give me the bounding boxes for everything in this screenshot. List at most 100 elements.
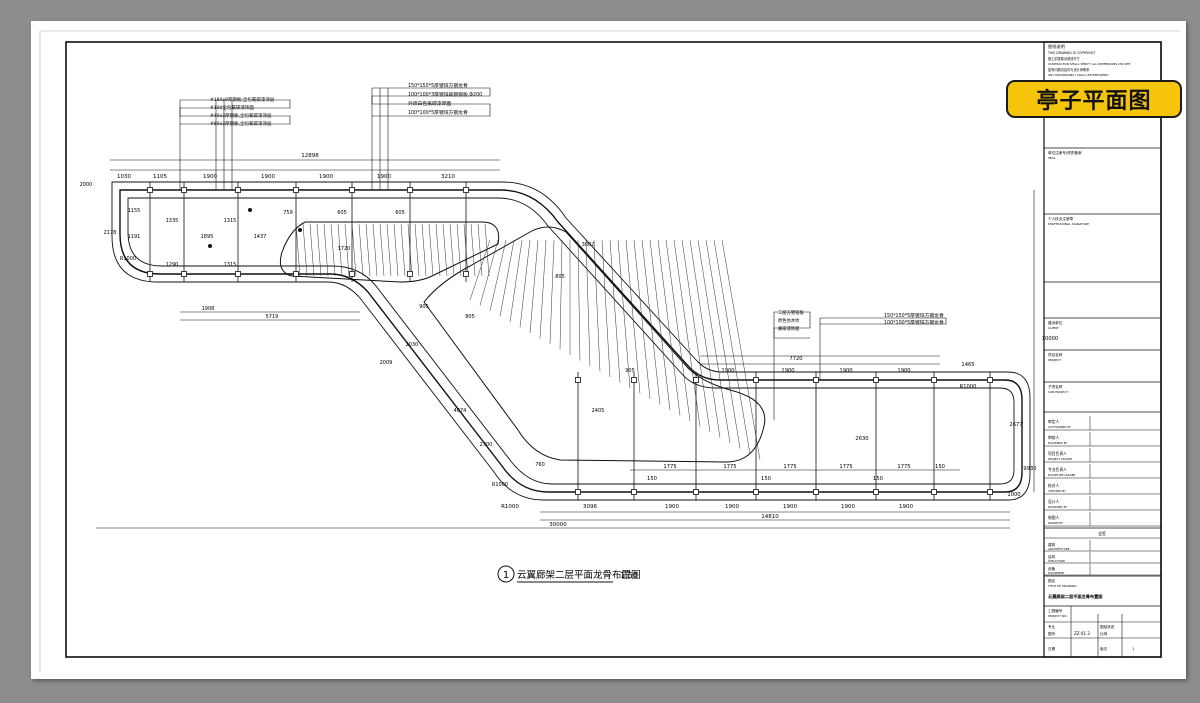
tb-approval-en: DRAWN BY: [1048, 521, 1063, 525]
column-node: [208, 244, 212, 248]
dim-inner-label: 150: [647, 476, 657, 482]
dim-right-label: 1900: [897, 368, 910, 374]
decking-joist: [428, 223, 434, 277]
dim-bottom-label: 3096: [583, 504, 597, 510]
dim-right-label: 1465: [961, 362, 974, 368]
tb-approval-en: DESIGNED BY: [1048, 505, 1067, 509]
tb-signature-en: PROFESSIONAL SIGNATURE: [1048, 222, 1089, 226]
column-node: [463, 187, 469, 193]
decking-joist: [499, 239, 515, 317]
decking-joist: [559, 239, 563, 350]
tb-discipline-label: 专业: [1048, 624, 1056, 629]
dim-inner-label: 150: [761, 476, 771, 482]
decking-joist: [489, 239, 507, 312]
tb-client-label: 建设单位: [1048, 320, 1063, 325]
tb-name-en: TITLE OF DRAWING: [1047, 584, 1077, 588]
tb-approval-en: CHECKED BY: [1048, 489, 1066, 493]
dim-top-label: 3210: [441, 174, 455, 180]
tb-approval-label: 审核人: [1048, 435, 1060, 440]
decking-joist: [539, 239, 547, 339]
dim-right-label: 1000: [1007, 492, 1020, 498]
page-badge: 亭子平面图: [1006, 80, 1182, 118]
tb-sign-row-label: 设备: [1048, 566, 1056, 571]
tb-sub-label: 子项名称: [1048, 384, 1063, 389]
dim-left-label: 1908: [202, 306, 215, 312]
dim-left-label: 1315: [224, 262, 237, 268]
tb-top-line-6: ANY DISCREPANCY SHALL BE REPORTED: [1048, 73, 1109, 77]
tb-approval-label: 专业负责人: [1048, 467, 1067, 472]
tb-top-line-2: THIS DRAWING IS COPYRIGHT: [1047, 51, 1095, 55]
decking-joist: [479, 239, 499, 306]
dim-mid-label: 2405: [592, 408, 605, 414]
column-node: [181, 271, 187, 277]
decking-joist: [365, 223, 371, 277]
column-node: [813, 489, 819, 495]
leader-right: [820, 317, 947, 325]
decking-joist: [477, 223, 483, 277]
dim-top-label: 1105: [153, 174, 167, 180]
decking-joist: [657, 239, 681, 416]
decking-joist: [577, 239, 581, 361]
tb-project-en: PROJECT: [1048, 358, 1061, 362]
tb-approval-label: 制图人: [1048, 515, 1060, 520]
dim-top-label: 1900: [319, 174, 333, 180]
tb-drawingno-label: 图号: [1048, 631, 1056, 636]
drawing-title: 云翼廊架二层平面龙骨布置图: [517, 569, 641, 581]
callout-mid-text: 外饰白色氟碳漆饰面: [408, 100, 451, 107]
decking-joist: [309, 223, 315, 277]
tb-code-en: PROJECT NO.: [1048, 614, 1067, 618]
decking-joist: [302, 223, 308, 277]
decking-joist: [414, 223, 420, 277]
callout-leaders: [179, 87, 947, 420]
column-node: [693, 489, 699, 495]
callout-right2-text: 原色仿木纹: [778, 317, 800, 324]
column-node: [575, 377, 581, 383]
callout-right-text: 150*150*5厚镀锌方钢龙骨: [884, 312, 944, 319]
dim-inner-label: 150: [873, 476, 883, 482]
tb-approval-label: 校对人: [1048, 483, 1060, 488]
column-node: [235, 187, 241, 193]
dim-mid-label: 2009: [380, 360, 393, 366]
decking-joist: [469, 239, 491, 301]
decking-joist: [393, 223, 399, 277]
dim-left-label: 1155: [128, 208, 141, 214]
decking-joist: [509, 239, 523, 323]
dim-left-label: 1290: [166, 262, 179, 268]
decking-joist: [625, 239, 641, 394]
column-node: [575, 489, 581, 495]
dim-mid-label: 805: [465, 314, 475, 320]
dim-left-label: 759: [283, 210, 293, 216]
tb-approval-en: EXAMINED BY: [1048, 441, 1068, 445]
dim-left-label: 1191: [128, 234, 141, 240]
tb-approval-label: 项目负责人: [1048, 451, 1067, 456]
tb-top-line-1: 图纸说明: [1048, 43, 1065, 50]
decking-joist: [593, 239, 601, 372]
decking-joist: [344, 223, 350, 277]
dim-mid-label: 3002: [582, 242, 595, 248]
corridor-outline: [119, 189, 1023, 493]
column-node: [987, 377, 993, 383]
tb-client-en: CLIENT: [1048, 326, 1059, 330]
dim-inner-label: 150: [935, 464, 945, 470]
dim-inner-label: 1775: [723, 464, 736, 470]
sheet-frame: [65, 41, 1162, 658]
decking-joist: [617, 239, 631, 389]
decking-joist: [400, 223, 406, 277]
column-node: [349, 187, 355, 193]
dim-right-label: 1900: [721, 368, 734, 374]
dim-inner-label: 1775: [897, 464, 910, 470]
dim-left-label: 605: [395, 210, 405, 216]
dim-left-label: 2178: [104, 230, 117, 236]
decking-joist: [519, 239, 531, 328]
tb-sign-row-en: EQUIPMENT: [1048, 571, 1065, 575]
column-node: [931, 489, 937, 495]
tb-revision-value: 1: [1132, 647, 1134, 651]
dim-bottom-label: R1000: [501, 504, 519, 510]
dim-left-label: 5719: [266, 314, 279, 320]
decking-joist: [470, 223, 476, 277]
tb-signature-label: 个人执业注册章: [1048, 216, 1074, 221]
lower-void: [423, 226, 766, 463]
column-node: [293, 187, 299, 193]
corridor-rail: [111, 181, 1031, 501]
